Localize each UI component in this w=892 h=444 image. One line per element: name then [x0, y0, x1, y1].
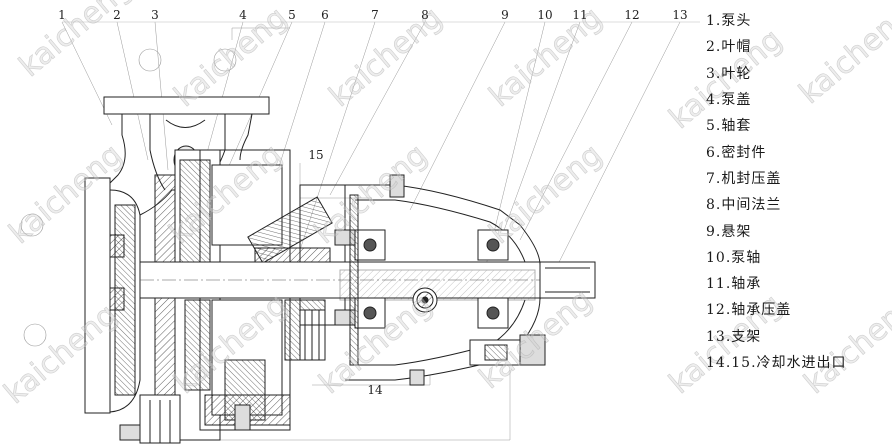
parts-legend: 1.泵头 2.叶帽 3.叶轮 4.泵盖 5.轴套 6.密封件 7.机封压盖 8.… — [706, 8, 892, 376]
callout-1: 1 — [58, 8, 66, 22]
callout-5: 5 — [288, 8, 296, 22]
legend-item: 12.轴承压盖 — [706, 302, 792, 319]
callout-2: 2 — [113, 8, 121, 22]
callout-10: 10 — [537, 8, 553, 22]
legend-item: 3.叶轮 — [706, 65, 752, 82]
flange-bolt-circles — [20, 48, 237, 347]
legend-item: 8.中间法兰 — [706, 197, 782, 214]
legend-item: 4.泵盖 — [706, 92, 752, 109]
legend-item: 11.轴承 — [706, 276, 762, 293]
legend-item: 1.泵头 — [706, 13, 752, 30]
callout-7: 7 — [371, 8, 379, 22]
bearing-frame — [345, 174, 546, 386]
watermark-text: kaicheng — [483, 137, 609, 251]
callout-9: 9 — [501, 8, 509, 22]
legend-item: 2.叶帽 — [706, 39, 752, 56]
legend-item: 7.机封压盖 — [706, 170, 782, 187]
legend-item: 6.密封件 — [706, 144, 767, 161]
legend-item: 5.轴套 — [706, 118, 752, 135]
callout-14: 14 — [367, 383, 383, 397]
callout-8: 8 — [421, 8, 429, 22]
callout-12: 12 — [624, 8, 640, 22]
callout-15: 15 — [308, 148, 324, 162]
callout-4: 4 — [239, 8, 247, 22]
callout-6: 6 — [321, 8, 329, 22]
legend-item: 13.支架 — [706, 328, 762, 345]
callout-3: 3 — [151, 8, 159, 22]
callout-13: 13 — [672, 8, 688, 22]
callout-11: 11 — [572, 8, 588, 22]
legend-item: 9.悬架 — [706, 223, 752, 240]
watermark-text: kaicheng — [323, 0, 449, 114]
legend-item: 10.泵轴 — [706, 249, 762, 266]
legend-item: 14.15.冷却水进出口 — [706, 355, 847, 371]
